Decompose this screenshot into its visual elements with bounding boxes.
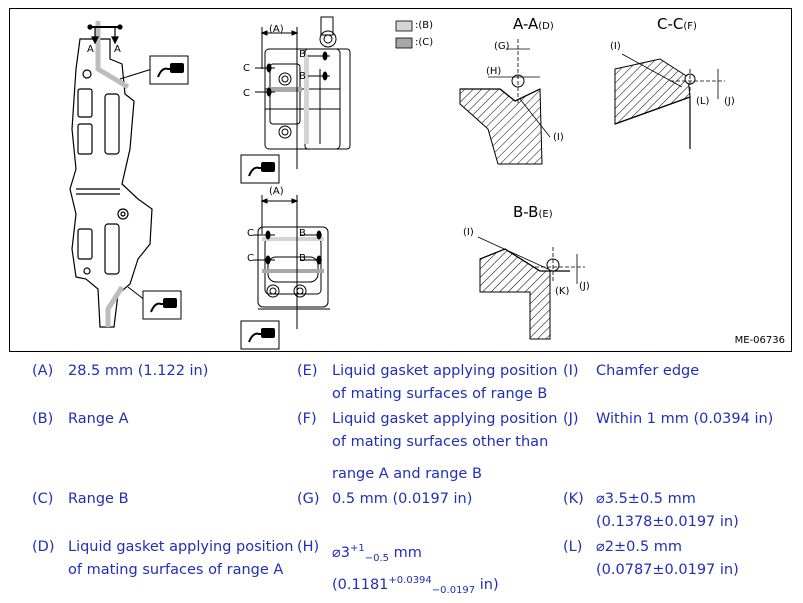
gasket-icon	[149, 55, 189, 85]
label-c: C	[247, 228, 254, 239]
key-text: 28.5 mm (1.122 in)	[68, 363, 209, 379]
key-text: of mating surfaces of range A	[68, 562, 284, 578]
diagram-figure: A A (A) (A) C C B B C C B B :(B) :(C) A-…	[9, 8, 792, 352]
key-text: (0.1378±0.0197 in)	[596, 514, 739, 530]
figure-code: ME-06736	[734, 335, 785, 346]
key-text: of mating surfaces of range B	[332, 386, 548, 402]
key-text: ⌀2±0.5 mm	[596, 539, 683, 555]
label-h: (H)	[486, 66, 502, 77]
section-aa-title: A-A(D)	[513, 15, 554, 33]
label-g: (G)	[494, 41, 510, 52]
gasket-icon	[240, 154, 280, 184]
legend-label-b: :(B)	[415, 20, 434, 31]
dimension-a-top	[260, 27, 299, 169]
dimension-a-label: (A)	[269, 24, 284, 35]
label-i: (I)	[463, 227, 474, 238]
key-text: ⌀3.5±0.5 mm	[596, 491, 696, 507]
section-aa-drawing	[459, 39, 551, 165]
key-text: (0.0787±0.0197 in)	[596, 562, 739, 578]
key-text: Within 1 mm (0.0394 in)	[596, 411, 774, 427]
key-text: 0.5 mm (0.0197 in)	[332, 491, 473, 507]
key-text: Chamfer edge	[596, 363, 700, 379]
label-j: (J)	[724, 96, 735, 107]
label-c: C	[247, 253, 254, 264]
key-text: (0.1181+0.0394−0.0197 in)	[332, 575, 499, 596]
gasket-icon	[240, 320, 280, 350]
dimension-a-bottom	[260, 195, 299, 329]
key-text: Range A	[68, 411, 129, 427]
key-text: range A and range B	[332, 466, 482, 482]
key-code: (D)	[32, 539, 55, 555]
label-a: A	[114, 44, 121, 55]
section-cc-drawing	[614, 53, 725, 149]
section-bb-drawing	[477, 236, 585, 340]
label-i: (I)	[610, 41, 621, 52]
label-c: C	[243, 88, 250, 99]
section-bb-title: B-B(E)	[513, 203, 553, 221]
legend-label-c: :(C)	[415, 37, 434, 48]
label-j: (J)	[579, 281, 590, 292]
label-b: B	[299, 71, 306, 82]
key-code: (A)	[32, 363, 54, 379]
key-code: (C)	[32, 491, 54, 507]
key-code: (I)	[563, 363, 579, 379]
label-b: B	[299, 228, 306, 239]
key-code: (E)	[297, 363, 318, 379]
key-code: (K)	[563, 491, 584, 507]
label-b: B	[299, 253, 306, 264]
label-i: (I)	[553, 132, 564, 143]
range-b-band-lower	[105, 285, 125, 327]
diagram-drawing	[69, 16, 725, 350]
legend-swatch-b	[395, 20, 413, 32]
key-text: ⌀3+1−0.5 mm	[332, 543, 422, 564]
legend-swatch-c	[395, 37, 413, 49]
label-a: A	[87, 44, 94, 55]
key-code: (H)	[297, 539, 320, 555]
key-text: Liquid gasket applying position	[332, 363, 558, 379]
key-code: (F)	[297, 411, 317, 427]
key-text: Liquid gasket applying position	[332, 411, 558, 427]
key-code: (J)	[563, 411, 579, 427]
key-text: Range B	[68, 491, 129, 507]
label-c: C	[243, 63, 250, 74]
label-l: (L)	[696, 96, 710, 107]
key-code: (G)	[297, 491, 320, 507]
dimension-a-label: (A)	[269, 186, 284, 197]
label-b: B	[299, 49, 306, 60]
key-code: (B)	[32, 411, 54, 427]
key-text: of mating surfaces other than	[332, 434, 549, 450]
label-k: (K)	[555, 286, 570, 297]
section-cc-title: C-C(F)	[657, 15, 697, 33]
cover-outline	[69, 38, 153, 328]
section-marker-a	[87, 24, 123, 45]
key-code: (L)	[563, 539, 583, 555]
key-text: Liquid gasket applying position	[68, 539, 294, 555]
gasket-icon	[142, 290, 182, 320]
